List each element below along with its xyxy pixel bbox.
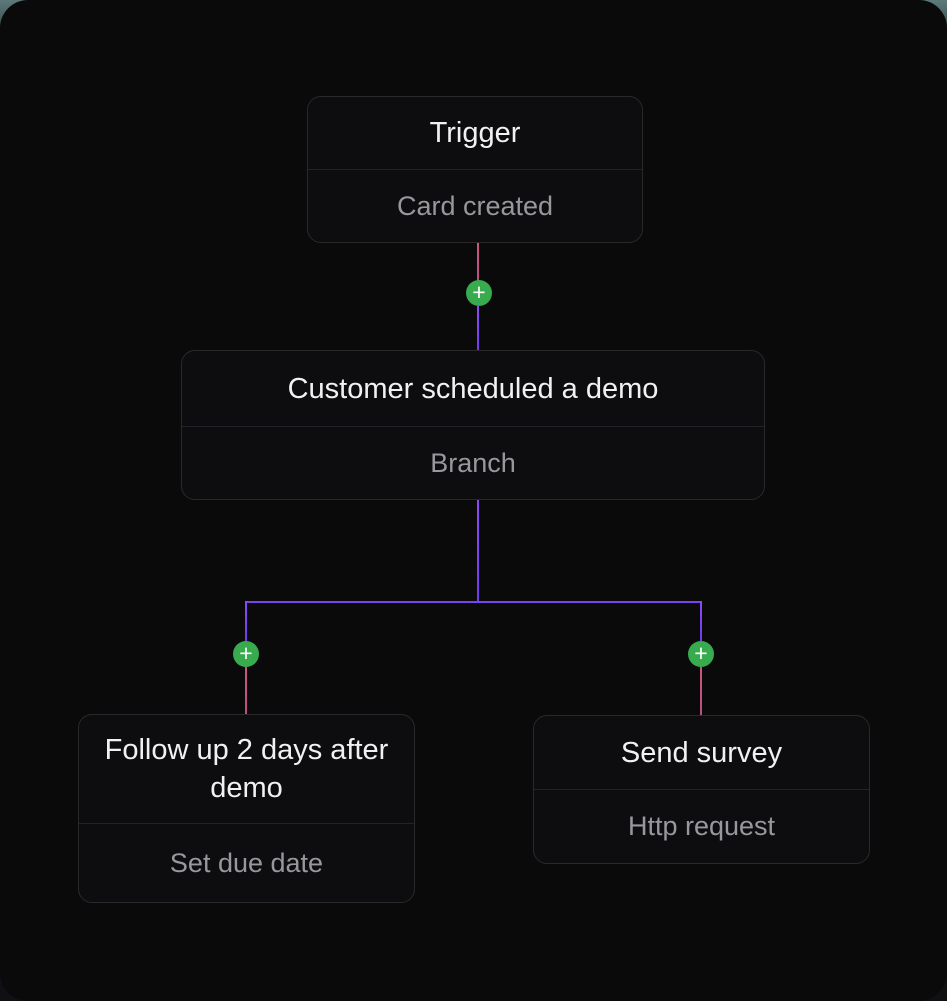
node-subtitle: Branch	[430, 447, 516, 478]
connector-branch-trunk	[477, 500, 479, 601]
workflow-node-send-survey[interactable]: Send survey Http request	[533, 715, 870, 864]
add-step-button-left[interactable]: +	[233, 641, 259, 667]
plus-icon: +	[239, 639, 253, 666]
connector-branch-horizontal	[245, 601, 702, 603]
node-title: Send survey	[534, 716, 869, 790]
node-subtitle: Set due date	[169, 847, 324, 878]
connector-left-upper-segment	[245, 601, 247, 642]
connector-right-upper-segment	[700, 601, 702, 642]
connector-trigger-bottom-segment	[477, 306, 479, 350]
node-title: Customer scheduled a demo	[182, 351, 764, 427]
plus-icon: +	[694, 639, 708, 666]
workflow-node-trigger[interactable]: Trigger Card created	[307, 96, 643, 243]
node-title: Follow up 2 days after demo	[79, 715, 414, 824]
node-title: Trigger	[308, 97, 642, 170]
node-subtitle: Http request	[627, 811, 776, 841]
add-step-button-right[interactable]: +	[688, 641, 714, 667]
connector-left-lower-segment	[245, 667, 247, 714]
node-subtitle: Card created	[396, 190, 554, 221]
add-step-button-1[interactable]: +	[466, 280, 492, 306]
plus-icon: +	[472, 278, 486, 305]
connector-right-lower-segment	[700, 667, 702, 715]
workflow-node-follow-up[interactable]: Follow up 2 days after demo Set due date	[78, 714, 415, 903]
connector-trigger-top-segment	[477, 243, 479, 281]
workflow-node-branch[interactable]: Customer scheduled a demo Branch	[181, 350, 765, 500]
